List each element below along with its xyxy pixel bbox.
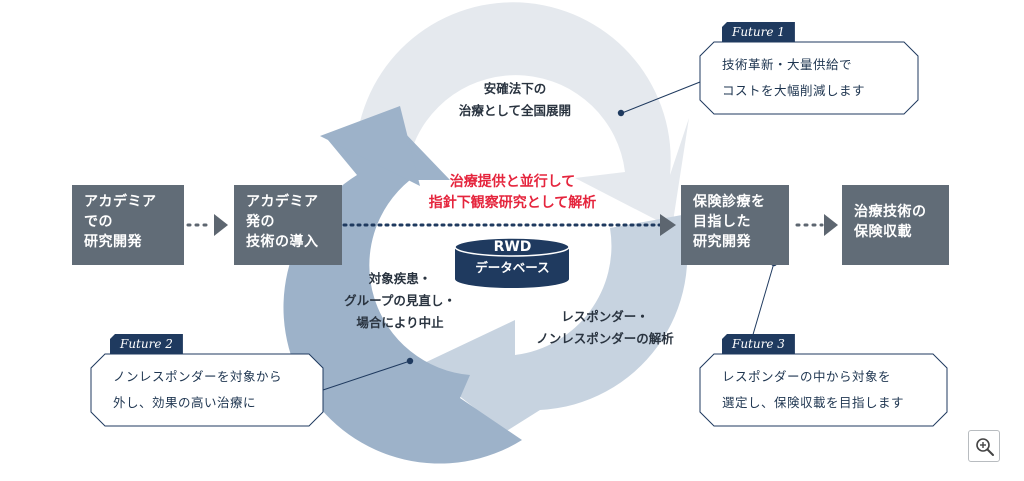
future1-box <box>699 41 919 115</box>
future2-text: ノンレスポンダーを対象から 外し、効果の高い治療に <box>113 369 283 410</box>
stage-insurance-rnd: 保険診療を 目指した 研究開発 <box>681 185 789 265</box>
future1-connector <box>621 81 701 114</box>
flow-arrowhead-main <box>660 214 676 236</box>
cycle-left-label: 対象疾患・ グループの見直し・ 場合により中止 <box>344 271 456 330</box>
flow-arrowhead-1 <box>214 214 228 236</box>
zoom-button[interactable] <box>968 430 1000 462</box>
future3-text: レスポンダーの中から対象を 選定し、保険収載を目指します <box>722 369 905 410</box>
stage-academia-rnd: アカデミア での 研究開発 <box>72 185 184 265</box>
rwd-subtitle: データベース <box>475 260 550 275</box>
stage-insurance-listing: 治療技術の 保険収載 <box>842 185 949 265</box>
future3-box <box>699 353 948 427</box>
future2-tag: Future 2 <box>110 334 183 354</box>
rwd-title: RWD <box>493 239 532 255</box>
cycle-arrow-right <box>420 215 688 432</box>
future2-dot <box>406 357 414 365</box>
future1-text: 技術革新・大量供給で コストを大幅削減します <box>722 57 866 98</box>
stage-tech-introduction: アカデミア 発の 技術の導入 <box>234 185 342 265</box>
future1-tag: Future 1 <box>722 22 795 42</box>
flow-arrowhead-2 <box>824 214 838 236</box>
future3-tag: Future 3 <box>722 334 795 354</box>
future1-dot <box>617 109 625 117</box>
cycle-arrow-left <box>283 130 522 464</box>
future2-connector <box>322 360 411 391</box>
rwd-database-icon <box>454 237 570 288</box>
cycle-arrow-left-head <box>320 106 420 186</box>
cycle-right-label: レスポンダー・ ノンレスポンダーの解析 <box>536 309 674 346</box>
future2-box <box>90 353 324 427</box>
cycle-top-label: 安確法下の 治療として全国展開 <box>458 81 572 118</box>
center-highlight-text: 治療提供と並行して 指針下観察研究として解析 <box>428 174 597 211</box>
zoom-in-icon <box>976 438 994 456</box>
future3-connector <box>751 262 775 339</box>
cycle-arrow-top <box>356 2 689 229</box>
